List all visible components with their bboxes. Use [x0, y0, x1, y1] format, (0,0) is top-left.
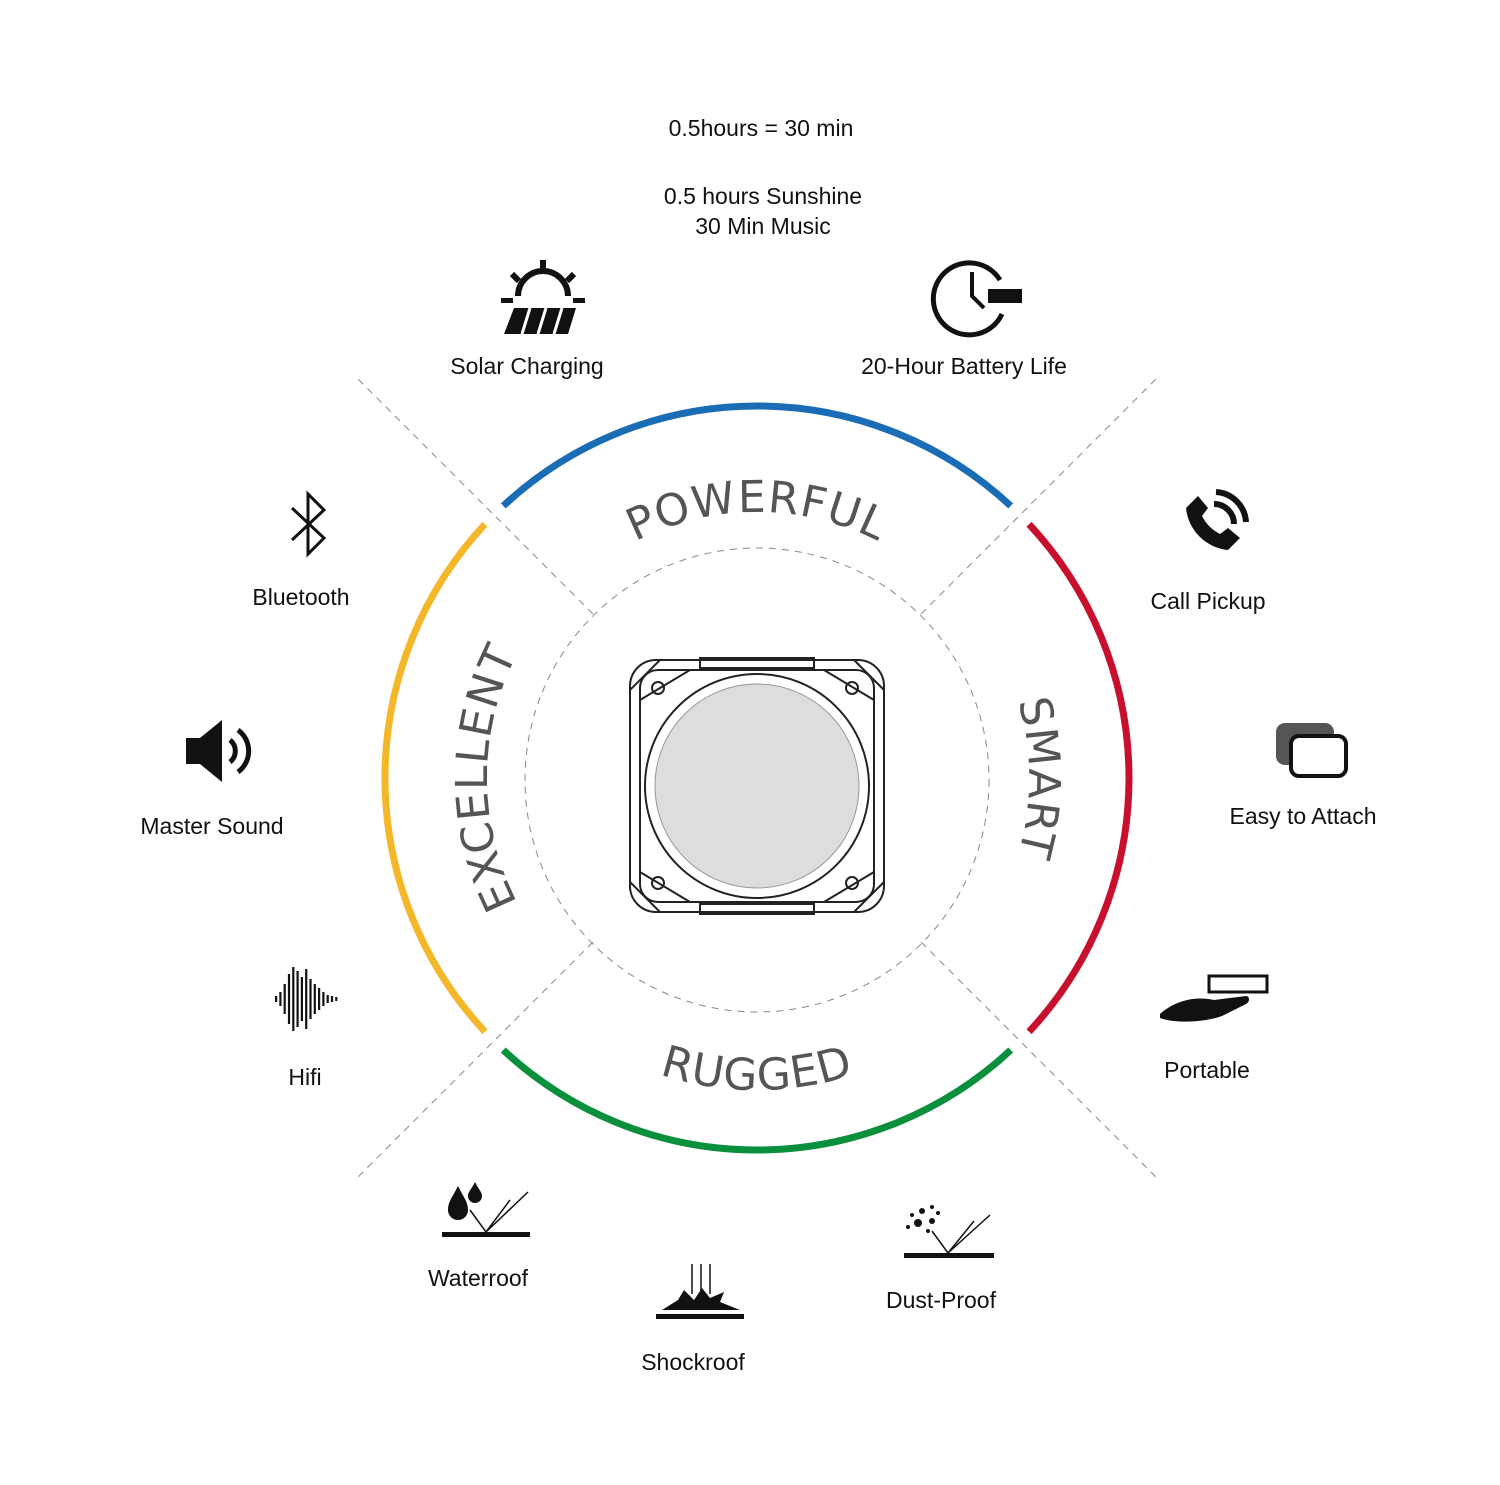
feature-master-sound: Master Sound — [140, 813, 284, 839]
feature-easy-to-attach: Easy to Attach — [1229, 803, 1377, 829]
label-smart: SMART — [1008, 692, 1070, 864]
label-excellent: EXCELLENT — [447, 637, 527, 920]
dashed-divider — [920, 378, 1157, 615]
feature-waterproof: Waterroof — [427, 1265, 529, 1291]
label-rugged: RUGGED — [656, 1036, 857, 1101]
clock-battery-icon — [930, 260, 1022, 338]
inner-dashed-circle — [524, 547, 990, 1013]
conversion-note: 0.5hours = 30 min — [668, 115, 854, 141]
dashed-divider — [357, 378, 594, 615]
sunshine-note-line2: 30 Min Music — [695, 213, 831, 239]
water-proof-icon — [442, 1182, 530, 1237]
sunshine-note-line1: 0.5 hours Sunshine — [663, 183, 863, 209]
bluetooth-icon — [290, 490, 327, 558]
phone-call-icon — [1186, 489, 1249, 550]
arc-rugged — [500, 1047, 1014, 1154]
label-powerful: POWERFUL — [619, 472, 896, 551]
feature-battery-life: 20-Hour Battery Life — [861, 353, 1067, 379]
shock-proof-icon — [656, 1264, 744, 1319]
feature-call-pickup: Call Pickup — [1150, 588, 1266, 614]
speaker-product-image — [629, 657, 885, 915]
arc-excellent — [381, 521, 488, 1035]
dashed-divider — [920, 941, 1157, 1178]
feature-solar-charging: Solar Charging — [450, 353, 604, 379]
dashed-dividers — [357, 378, 1157, 1178]
feature-dust-proof: Dust-Proof — [886, 1287, 996, 1313]
attach-cards-icon — [1276, 723, 1348, 778]
hand-holding-icon — [1160, 974, 1269, 1022]
dust-proof-icon — [904, 1205, 994, 1258]
speaker-volume-icon — [186, 720, 252, 782]
feature-portable: Portable — [1164, 1057, 1250, 1083]
dashed-divider — [357, 941, 594, 1178]
feature-shockproof: Shockroof — [641, 1349, 745, 1375]
arc-smart — [1026, 521, 1133, 1035]
feature-hifi: Hifi — [288, 1064, 322, 1090]
feature-bluetooth: Bluetooth — [252, 584, 350, 610]
solar-panel-sun-icon — [501, 260, 585, 335]
sound-wave-icon — [275, 967, 338, 1031]
arc-powerful — [500, 402, 1014, 509]
